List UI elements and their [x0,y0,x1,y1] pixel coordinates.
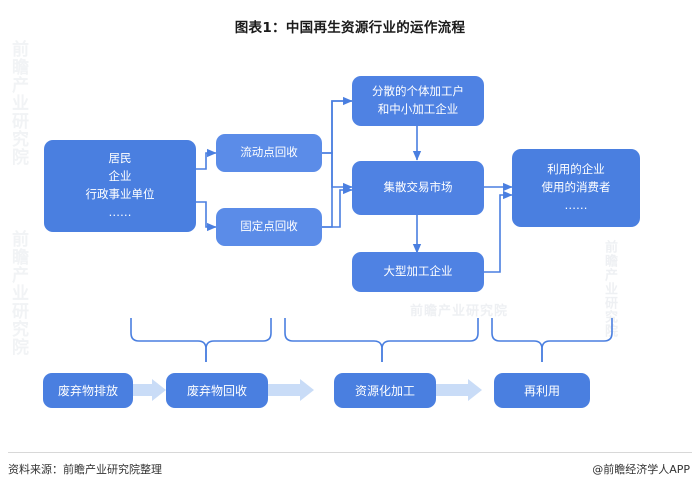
source-note: 资料来源：前瞻产业研究院整理 [8,463,162,476]
trading-market-node[interactable]: 集散交易市场 [352,161,484,215]
source-line-2: 企业 [108,169,132,184]
mobile-recycling-label: 流动点回收 [240,145,298,160]
flow-step-4-label: 再利用 [523,384,560,398]
page-title: 图表1：中国再生资源行业的运作流程 [234,20,466,36]
source-node[interactable]: 居民 企业 行政事业单位 …… [44,140,196,232]
watermark-3: 前瞻产业研究院 [410,304,509,319]
small-processors-line-1: 分散的个体加工户 [372,84,464,99]
flow-step-2-label: 废弃物回收 [186,384,247,398]
flow-step-2[interactable]: 废弃物回收 [166,373,268,408]
fixed-recycling-node[interactable]: 固定点回收 [216,208,322,246]
mobile-recycling-node[interactable]: 流动点回收 [216,134,322,172]
source-line-3: 行政事业单位 [85,187,155,201]
source-line-1: 居民 [108,151,132,166]
small-processors-node[interactable]: 分散的个体加工户 和中小加工企业 [352,76,484,126]
flow-step-3[interactable]: 资源化加工 [334,373,436,408]
large-processors-node[interactable]: 大型加工企业 [352,252,484,292]
small-processors-line-2: 和中小加工企业 [377,102,459,116]
watermark-4: 前瞻产业研究院 [602,240,617,338]
flow-step-1[interactable]: 废弃物排放 [43,373,133,408]
brand-note: @前瞻经济学人APP [592,463,690,476]
end-users-node[interactable]: 利用的企业 使用的消费者 …… [512,149,640,227]
end-users-line-1: 利用的企业 [547,162,605,177]
large-processors-label: 大型加工企业 [383,264,453,279]
source-line-4: …… [108,204,132,219]
flow-step-1-label: 废弃物排放 [57,384,118,398]
trading-market-label: 集散交易市场 [383,180,453,195]
footer-divider [8,452,692,453]
fixed-recycling-label: 固定点回收 [240,219,298,234]
end-users-line-3: …… [564,197,588,212]
watermark-1: 前瞻产业研究院 [8,40,28,166]
flow-step-3-label: 资源化加工 [354,384,415,398]
watermark-2: 前瞻产业研究院 [8,230,28,356]
flow-step-4[interactable]: 再利用 [494,373,590,408]
end-users-line-2: 使用的消费者 [541,180,611,195]
